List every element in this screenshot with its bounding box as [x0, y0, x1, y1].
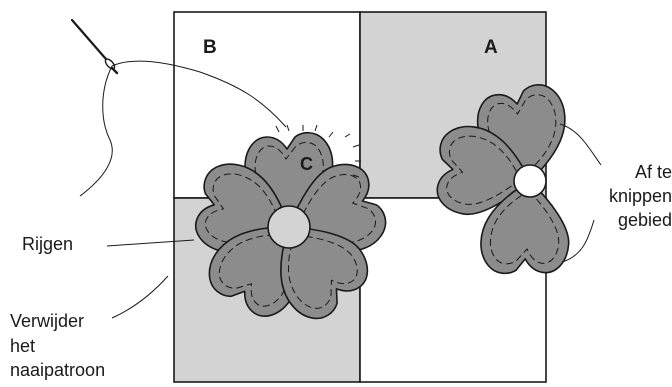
- flower-a: [428, 80, 575, 280]
- block-label-a: A: [484, 37, 498, 58]
- whipstitch-marks: [275, 124, 361, 178]
- remove-pattern-line3: naaipatroon: [10, 360, 105, 380]
- block-label-b: B: [203, 37, 217, 58]
- cut-off-area-line2: knippen: [609, 186, 672, 206]
- basting-label: Rijgen: [22, 234, 73, 254]
- flower-a-center: [513, 164, 547, 198]
- cut-off-area-leader-bottom: [561, 219, 595, 263]
- needle-icon: [70, 18, 119, 75]
- cut-off-area-line1: Af te: [635, 162, 672, 182]
- flower-c-center: [267, 205, 311, 249]
- remove-pattern-label: Verwijder het naaipatroon: [10, 311, 105, 380]
- remove-pattern-leader: [111, 275, 169, 319]
- cut-off-area-label: Af te knippen gebied: [609, 162, 672, 230]
- thread-tail: [79, 65, 113, 197]
- remove-pattern-line2: het: [10, 336, 35, 356]
- cut-off-area-line3: gebied: [618, 210, 672, 230]
- thread: [111, 60, 287, 128]
- flower-c: [184, 124, 393, 330]
- block-label-c: C: [300, 154, 313, 174]
- cut-off-area-leader-top: [559, 123, 602, 166]
- remove-pattern-line1: Verwijder: [10, 311, 84, 331]
- basting-leader: [106, 239, 195, 247]
